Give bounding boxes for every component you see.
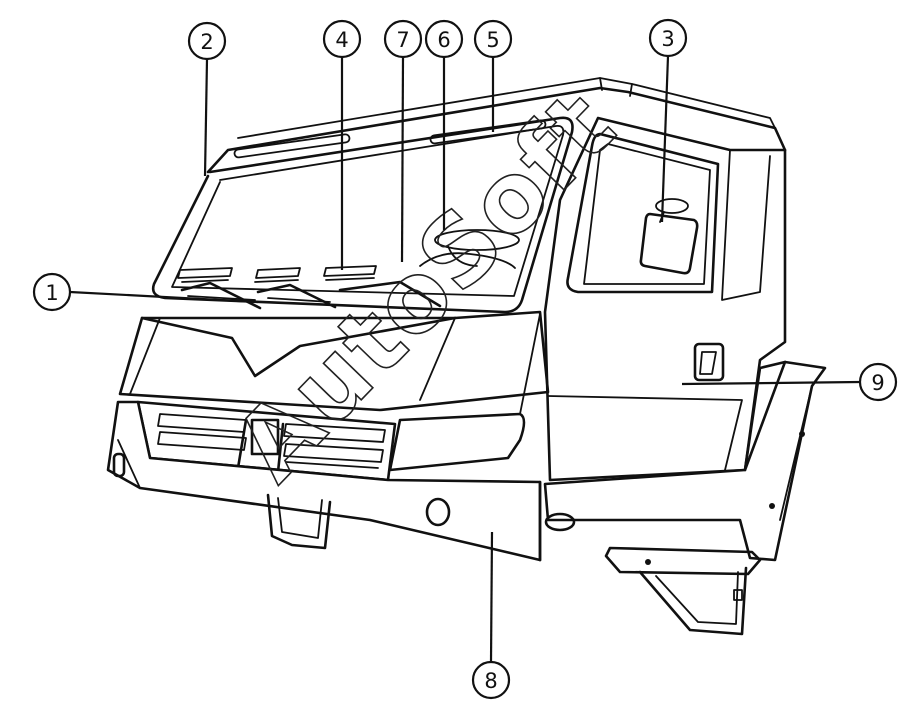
callout-6-label: 6: [437, 28, 450, 52]
callout-9-label: 9: [871, 371, 884, 395]
callout-8-label: 8: [484, 669, 497, 693]
interior-mirror: [434, 229, 520, 267]
roof: [206, 77, 787, 174]
callout-2-label: 2: [200, 30, 213, 54]
leader-lines: [69, 55, 861, 663]
callout-1: 1: [32, 272, 72, 312]
callout-4-label: 4: [335, 28, 348, 52]
callout-3: 3: [648, 18, 688, 58]
callout-7-label: 7: [396, 28, 409, 52]
callout-5-label: 5: [486, 28, 499, 52]
callout-7: 7: [383, 19, 423, 59]
front-step-left: [266, 493, 332, 550]
callout-1-label: 1: [45, 281, 58, 305]
callout-9: 9: [858, 362, 898, 402]
callout-4: 4: [322, 19, 362, 59]
windshield: [151, 116, 574, 314]
headlight-housing: [388, 313, 541, 472]
callout-8: 8: [471, 660, 511, 700]
callout-6: 6: [424, 19, 464, 59]
sun-visor-strips: [233, 119, 547, 159]
side-step: [604, 546, 762, 636]
callout-2: 2: [187, 21, 227, 61]
side-fairing: [543, 360, 827, 562]
bumper: [106, 400, 542, 562]
callout-3-label: 3: [661, 27, 674, 51]
exterior-mirror: [639, 198, 699, 275]
dashboard-vents: [177, 252, 516, 283]
callout-5: 5: [473, 19, 513, 59]
watermark-text: AutoSoft: [214, 69, 637, 502]
wipers: [180, 280, 442, 310]
